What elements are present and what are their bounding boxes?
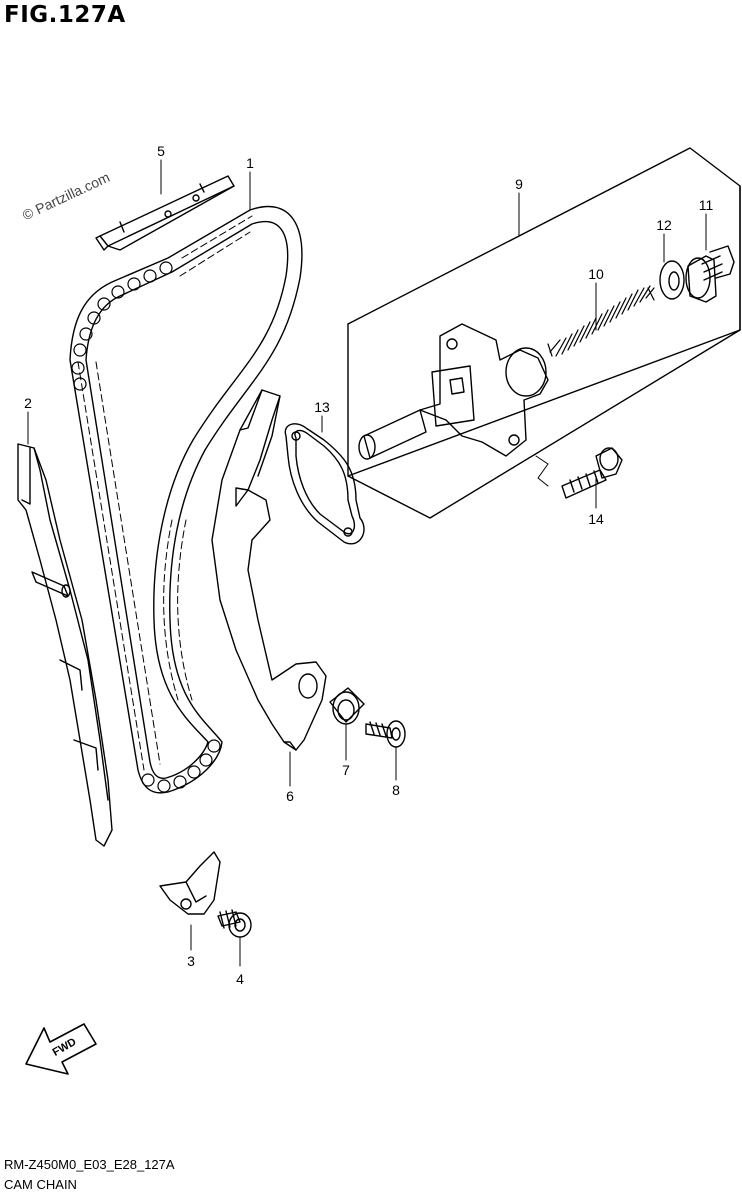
guide-bracket-drawing[interactable] xyxy=(159,851,221,915)
tensioner-arm-drawing[interactable] xyxy=(211,389,327,751)
fwd-arrow: FWD xyxy=(25,1023,97,1075)
callout-2[interactable]: 2 xyxy=(24,395,32,411)
bracket-bolt-drawing[interactable] xyxy=(217,909,252,938)
callout-8[interactable]: 8 xyxy=(392,782,400,798)
tensioner-cap-bolt-drawing[interactable] xyxy=(685,245,735,303)
callout-6[interactable]: 6 xyxy=(286,788,294,804)
figure-title: FIG.127A xyxy=(4,2,126,28)
callout-10[interactable]: 10 xyxy=(588,266,604,282)
callout-14[interactable]: 14 xyxy=(588,511,604,527)
callouts: 1 2 3 4 5 6 7 8 9 10 11 12 13 14 xyxy=(24,143,713,987)
callout-3[interactable]: 3 xyxy=(187,953,195,969)
tensioner-assembly-box[interactable] xyxy=(347,147,741,519)
arm-collar-drawing[interactable] xyxy=(329,687,365,725)
callout-4[interactable]: 4 xyxy=(236,971,244,987)
section-name: CAM CHAIN xyxy=(4,1177,77,1192)
leader-lines xyxy=(27,159,707,967)
callout-12[interactable]: 12 xyxy=(656,217,672,233)
callout-7[interactable]: 7 xyxy=(342,762,350,778)
callout-11[interactable]: 11 xyxy=(699,197,714,213)
chain-guide-top-drawing[interactable] xyxy=(95,175,235,251)
callout-5[interactable]: 5 xyxy=(157,143,165,159)
chain-guide-front-drawing[interactable] xyxy=(17,443,113,847)
tensioner-spring-drawing[interactable] xyxy=(547,285,655,357)
callout-9[interactable]: 9 xyxy=(515,176,523,192)
tensioner-gasket-drawing[interactable] xyxy=(284,423,365,545)
cam-chain-drawing[interactable] xyxy=(69,205,303,794)
callout-1[interactable]: 1 xyxy=(246,155,254,171)
tensioner-bolt-drawing[interactable] xyxy=(561,447,623,499)
gasket-washer-drawing[interactable] xyxy=(659,260,685,300)
model-code: RM-Z450M0_E03_E28_127A xyxy=(4,1157,175,1172)
arm-bolt-drawing[interactable] xyxy=(365,720,406,748)
callout-13[interactable]: 13 xyxy=(314,399,330,415)
